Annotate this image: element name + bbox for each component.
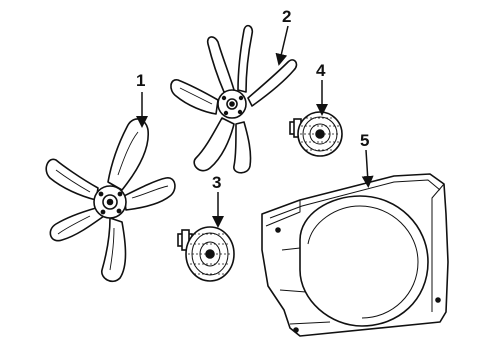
fan-clutch-3 — [177, 226, 235, 282]
callout-2: 2 — [282, 7, 291, 26]
fan-shroud-5 — [261, 173, 449, 337]
callout-4: 4 — [316, 61, 326, 80]
fan-assembly-1 — [45, 118, 176, 283]
leader-line-5 — [361, 149, 374, 188]
fan-assembly-2 — [170, 24, 298, 174]
leader-lines — [136, 25, 374, 228]
callout-1: 1 — [136, 71, 145, 90]
leader-line-2 — [275, 25, 289, 66]
callout-3: 3 — [212, 173, 221, 192]
callout-5: 5 — [360, 131, 369, 150]
fan-clutch-4 — [289, 111, 343, 157]
